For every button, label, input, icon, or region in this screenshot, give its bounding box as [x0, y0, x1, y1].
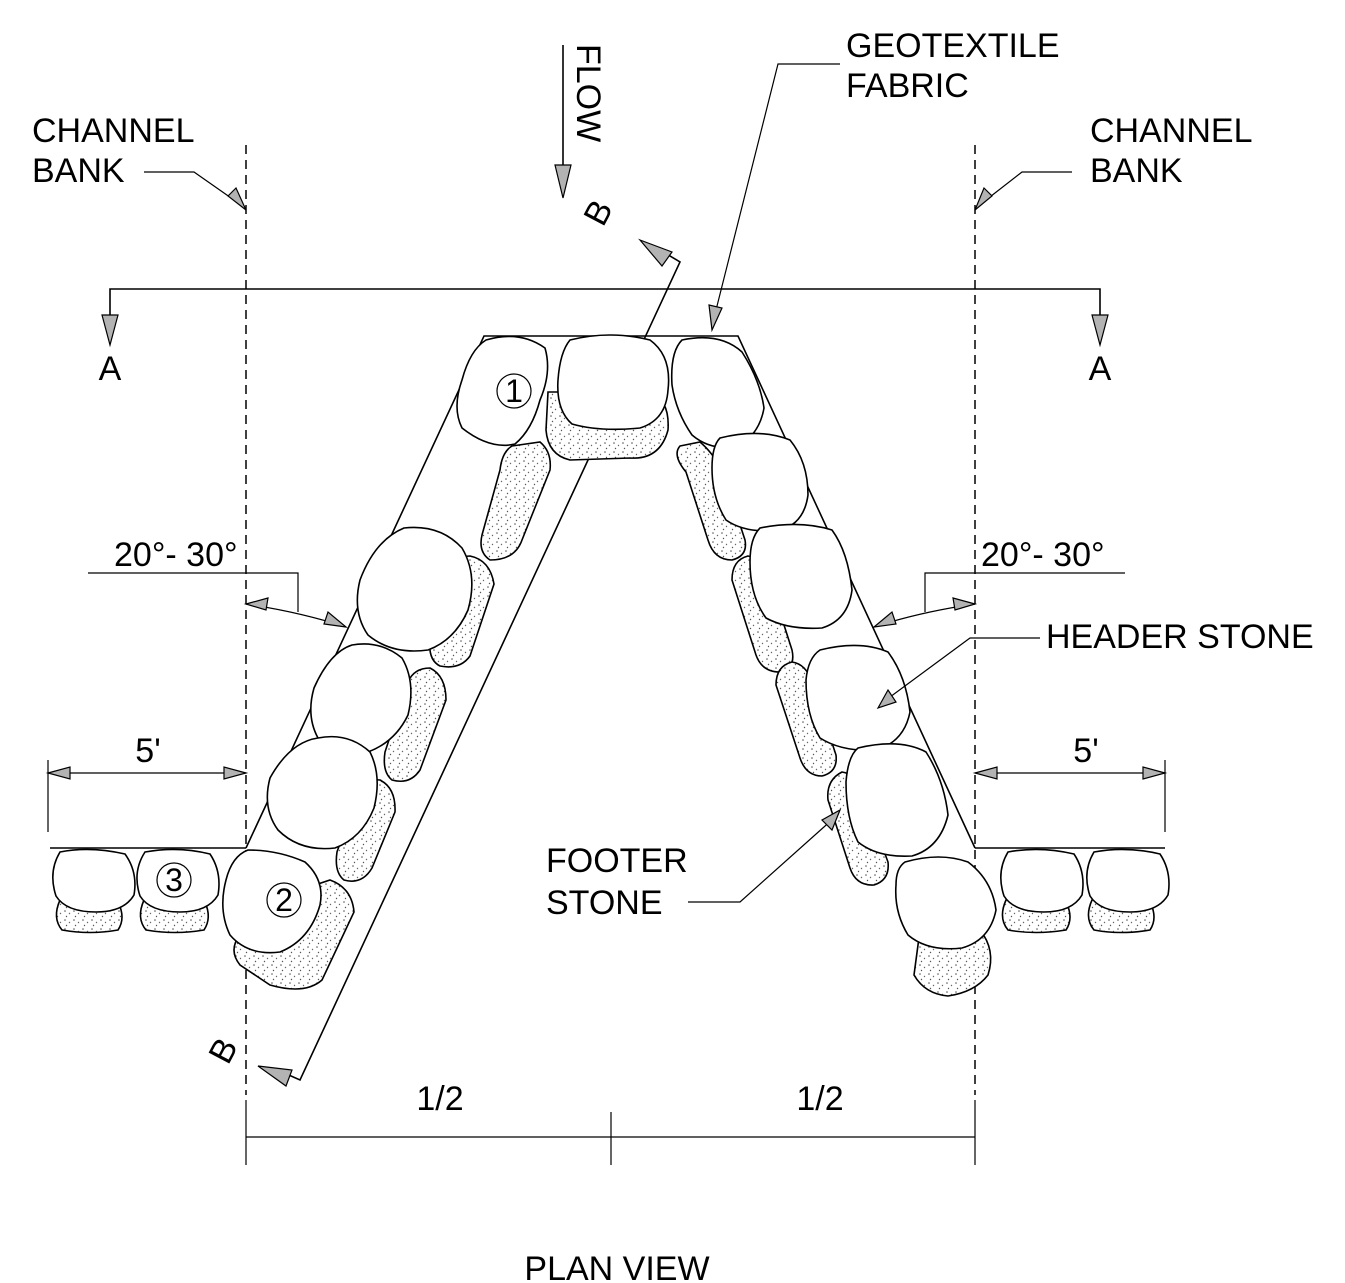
angle-dimension-left [88, 572, 348, 628]
geotextile-label-line2: FABRIC [846, 67, 969, 105]
section-a-left-label: A [99, 350, 122, 388]
section-a-cut-line [101, 288, 1109, 348]
footer-stone-leader [688, 808, 842, 903]
channel-bank-left-leader [144, 171, 247, 211]
bank-stones-right [1000, 848, 1170, 934]
section-b-cut-line [257, 238, 682, 1087]
channel-bank-left-label-line1: CHANNEL [32, 112, 194, 150]
header-stone-leader [876, 637, 1040, 710]
half-right-label: 1/2 [796, 1080, 843, 1118]
flow-arrow [554, 45, 572, 199]
geotextile-leader [708, 63, 840, 333]
footer-stone-label-line2: STONE [546, 884, 663, 922]
channel-bank-right-label-line2: BANK [1090, 152, 1183, 190]
channel-bank-right-leader [974, 171, 1072, 211]
angle-left-label: 20°- 30° [114, 536, 238, 574]
section-b-bottom-label: B [202, 1032, 246, 1070]
dimension-half-widths [245, 1100, 976, 1165]
header-stone-label: HEADER STONE [1046, 618, 1314, 656]
svg-text:1: 1 [505, 373, 523, 409]
footer-stone-label-line1: FOOTER [546, 842, 688, 880]
section-b-top-label: B [577, 194, 621, 232]
stone-number-2: 2 [266, 882, 302, 918]
stone-number-1: 1 [496, 373, 532, 409]
half-left-label: 1/2 [416, 1080, 463, 1118]
header-stones-left [222, 334, 670, 954]
dimension-5ft-right [972, 760, 1168, 832]
stone-number-3: 3 [156, 862, 192, 898]
flow-label: FLOW [569, 44, 607, 142]
header-stones-right [670, 336, 997, 950]
dim-5ft-right-label: 5' [1073, 732, 1098, 770]
angle-dimension-right [872, 572, 1125, 628]
section-a-right-label: A [1089, 350, 1112, 388]
dimension-5ft-left [45, 760, 249, 832]
dim-5ft-left-label: 5' [135, 732, 160, 770]
bank-stones-left [52, 848, 220, 934]
svg-text:3: 3 [165, 862, 183, 898]
angle-right-label: 20°- 30° [981, 536, 1105, 574]
channel-bank-left-label-line2: BANK [32, 152, 125, 190]
channel-bank-right-label-line1: CHANNEL [1090, 112, 1252, 150]
svg-text:2: 2 [275, 882, 293, 918]
plan-view-title: PLAN VIEW [524, 1250, 709, 1283]
geotextile-label-line1: GEOTEXTILE [846, 27, 1060, 65]
